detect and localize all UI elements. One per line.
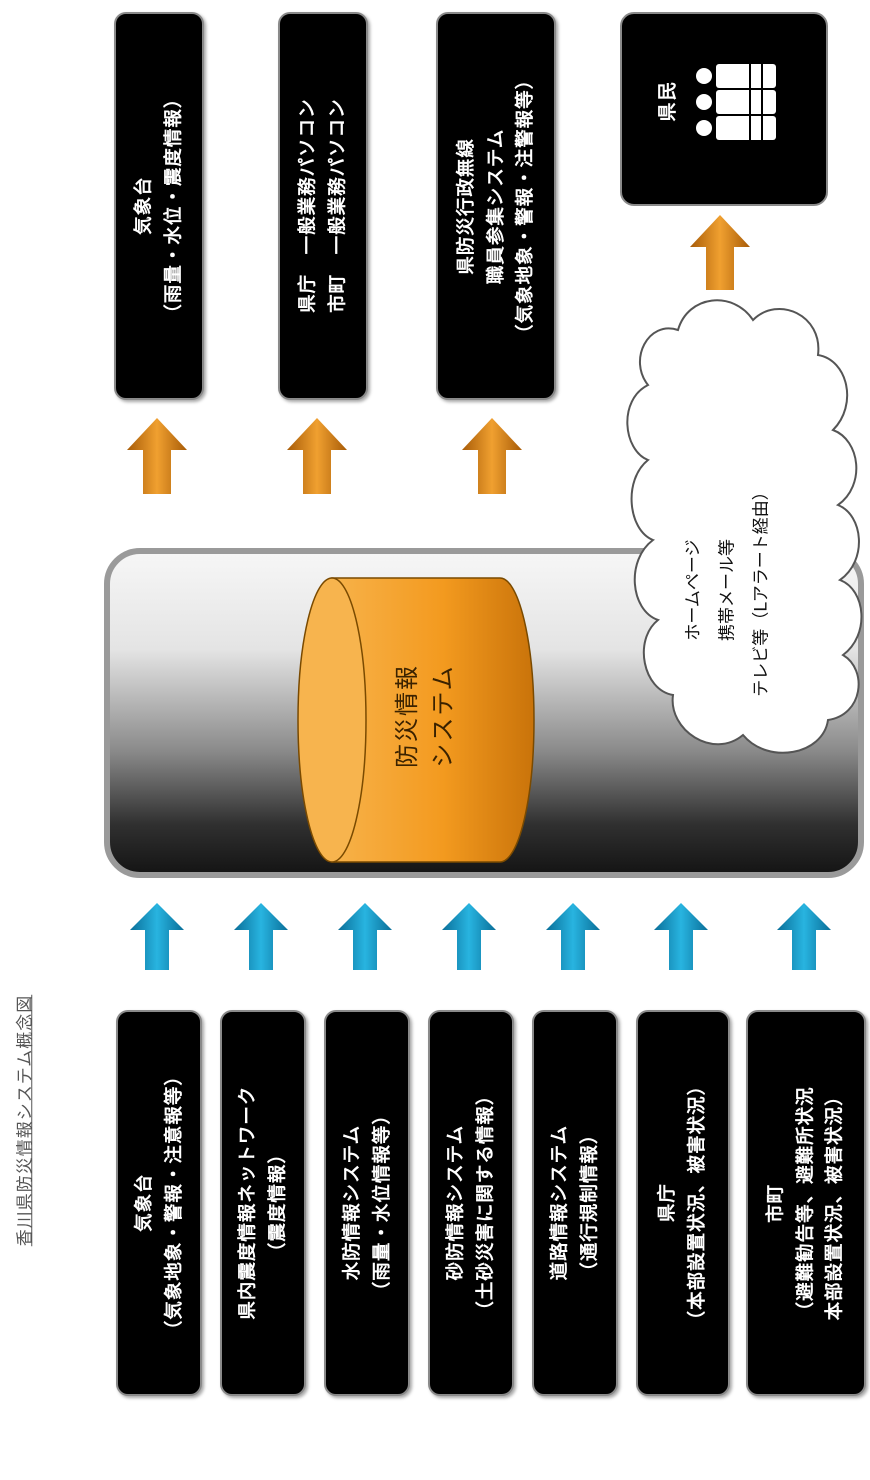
output-box-office-pcs: 県庁 一般業務パソコン市町 一般業務パソコン — [278, 12, 368, 400]
output-box-subtitle: 職員参集システム — [485, 128, 507, 284]
output-box-detail: （気象地象・警報・注警報等） — [514, 69, 536, 343]
channel-mobile-mail: 携帯メール等 — [718, 539, 739, 642]
arrow-up-icon — [234, 903, 288, 970]
output-box-detail: （雨量・水位・震度情報） — [163, 88, 185, 324]
output-box-line1: 県庁 一般業務パソコン — [297, 98, 319, 314]
database-cylinder-icon — [297, 577, 535, 863]
input-box-prefecture: 県庁（本部設置状況、被害状況） — [636, 1010, 730, 1396]
output-box-disaster-radio: 県防災行政無線職員参集システム （気象地象・警報・注警報等） — [436, 12, 556, 400]
people-icon — [696, 64, 776, 140]
arrow-up-icon — [338, 903, 392, 970]
media-channels: ホームページ 携帯メール等 テレビ等（Lアラート経由） — [668, 440, 788, 740]
output-box-line2: 市町 一般業務パソコン — [327, 98, 349, 314]
input-box-seismic-network: 県内震度情報ネットワーク（震度情報） — [220, 1010, 306, 1396]
arrow-up-icon — [777, 903, 831, 970]
arrow-up-icon — [287, 418, 347, 494]
arrow-up-icon — [462, 418, 522, 494]
residents-label: 県民 — [656, 78, 679, 122]
arrow-up-icon — [127, 418, 187, 494]
channel-homepage: ホームページ — [684, 539, 705, 641]
input-box-weather-station: 気象台（気象地象・警報・注意報等） — [116, 1010, 202, 1396]
system-name: 防災情報 システム — [380, 566, 470, 866]
output-box-title: 県防災行政無線 — [455, 137, 477, 275]
system-name-line1: 防災情報 — [393, 664, 421, 768]
channel-tv-lalert: テレビ等（Lアラート経由） — [752, 483, 773, 697]
input-box-municipalities: 市町（避難勧告等、避難所状況本部設置状況、被害状況） — [746, 1010, 866, 1396]
output-box-title: 気象台 — [133, 176, 155, 236]
residents-label-wrap: 県民 — [636, 40, 696, 160]
arrow-up-icon — [130, 903, 184, 970]
output-box-weather-station: 気象台 （雨量・水位・震度情報） — [114, 12, 204, 400]
input-box-flood-system: 水防情報システム（雨量・水位情報等） — [324, 1010, 410, 1396]
input-box-road-system: 道路情報システム（通行規制情報） — [532, 1010, 618, 1396]
arrow-up-icon — [546, 903, 600, 970]
cloud-icon — [626, 299, 863, 754]
system-name-line2: システム — [429, 664, 457, 768]
arrow-up-icon — [654, 903, 708, 970]
input-box-sabo-system: 砂防情報システム（土砂災害に関する情報） — [428, 1010, 514, 1396]
arrow-up-icon — [690, 215, 750, 290]
arrow-up-icon — [442, 903, 496, 970]
